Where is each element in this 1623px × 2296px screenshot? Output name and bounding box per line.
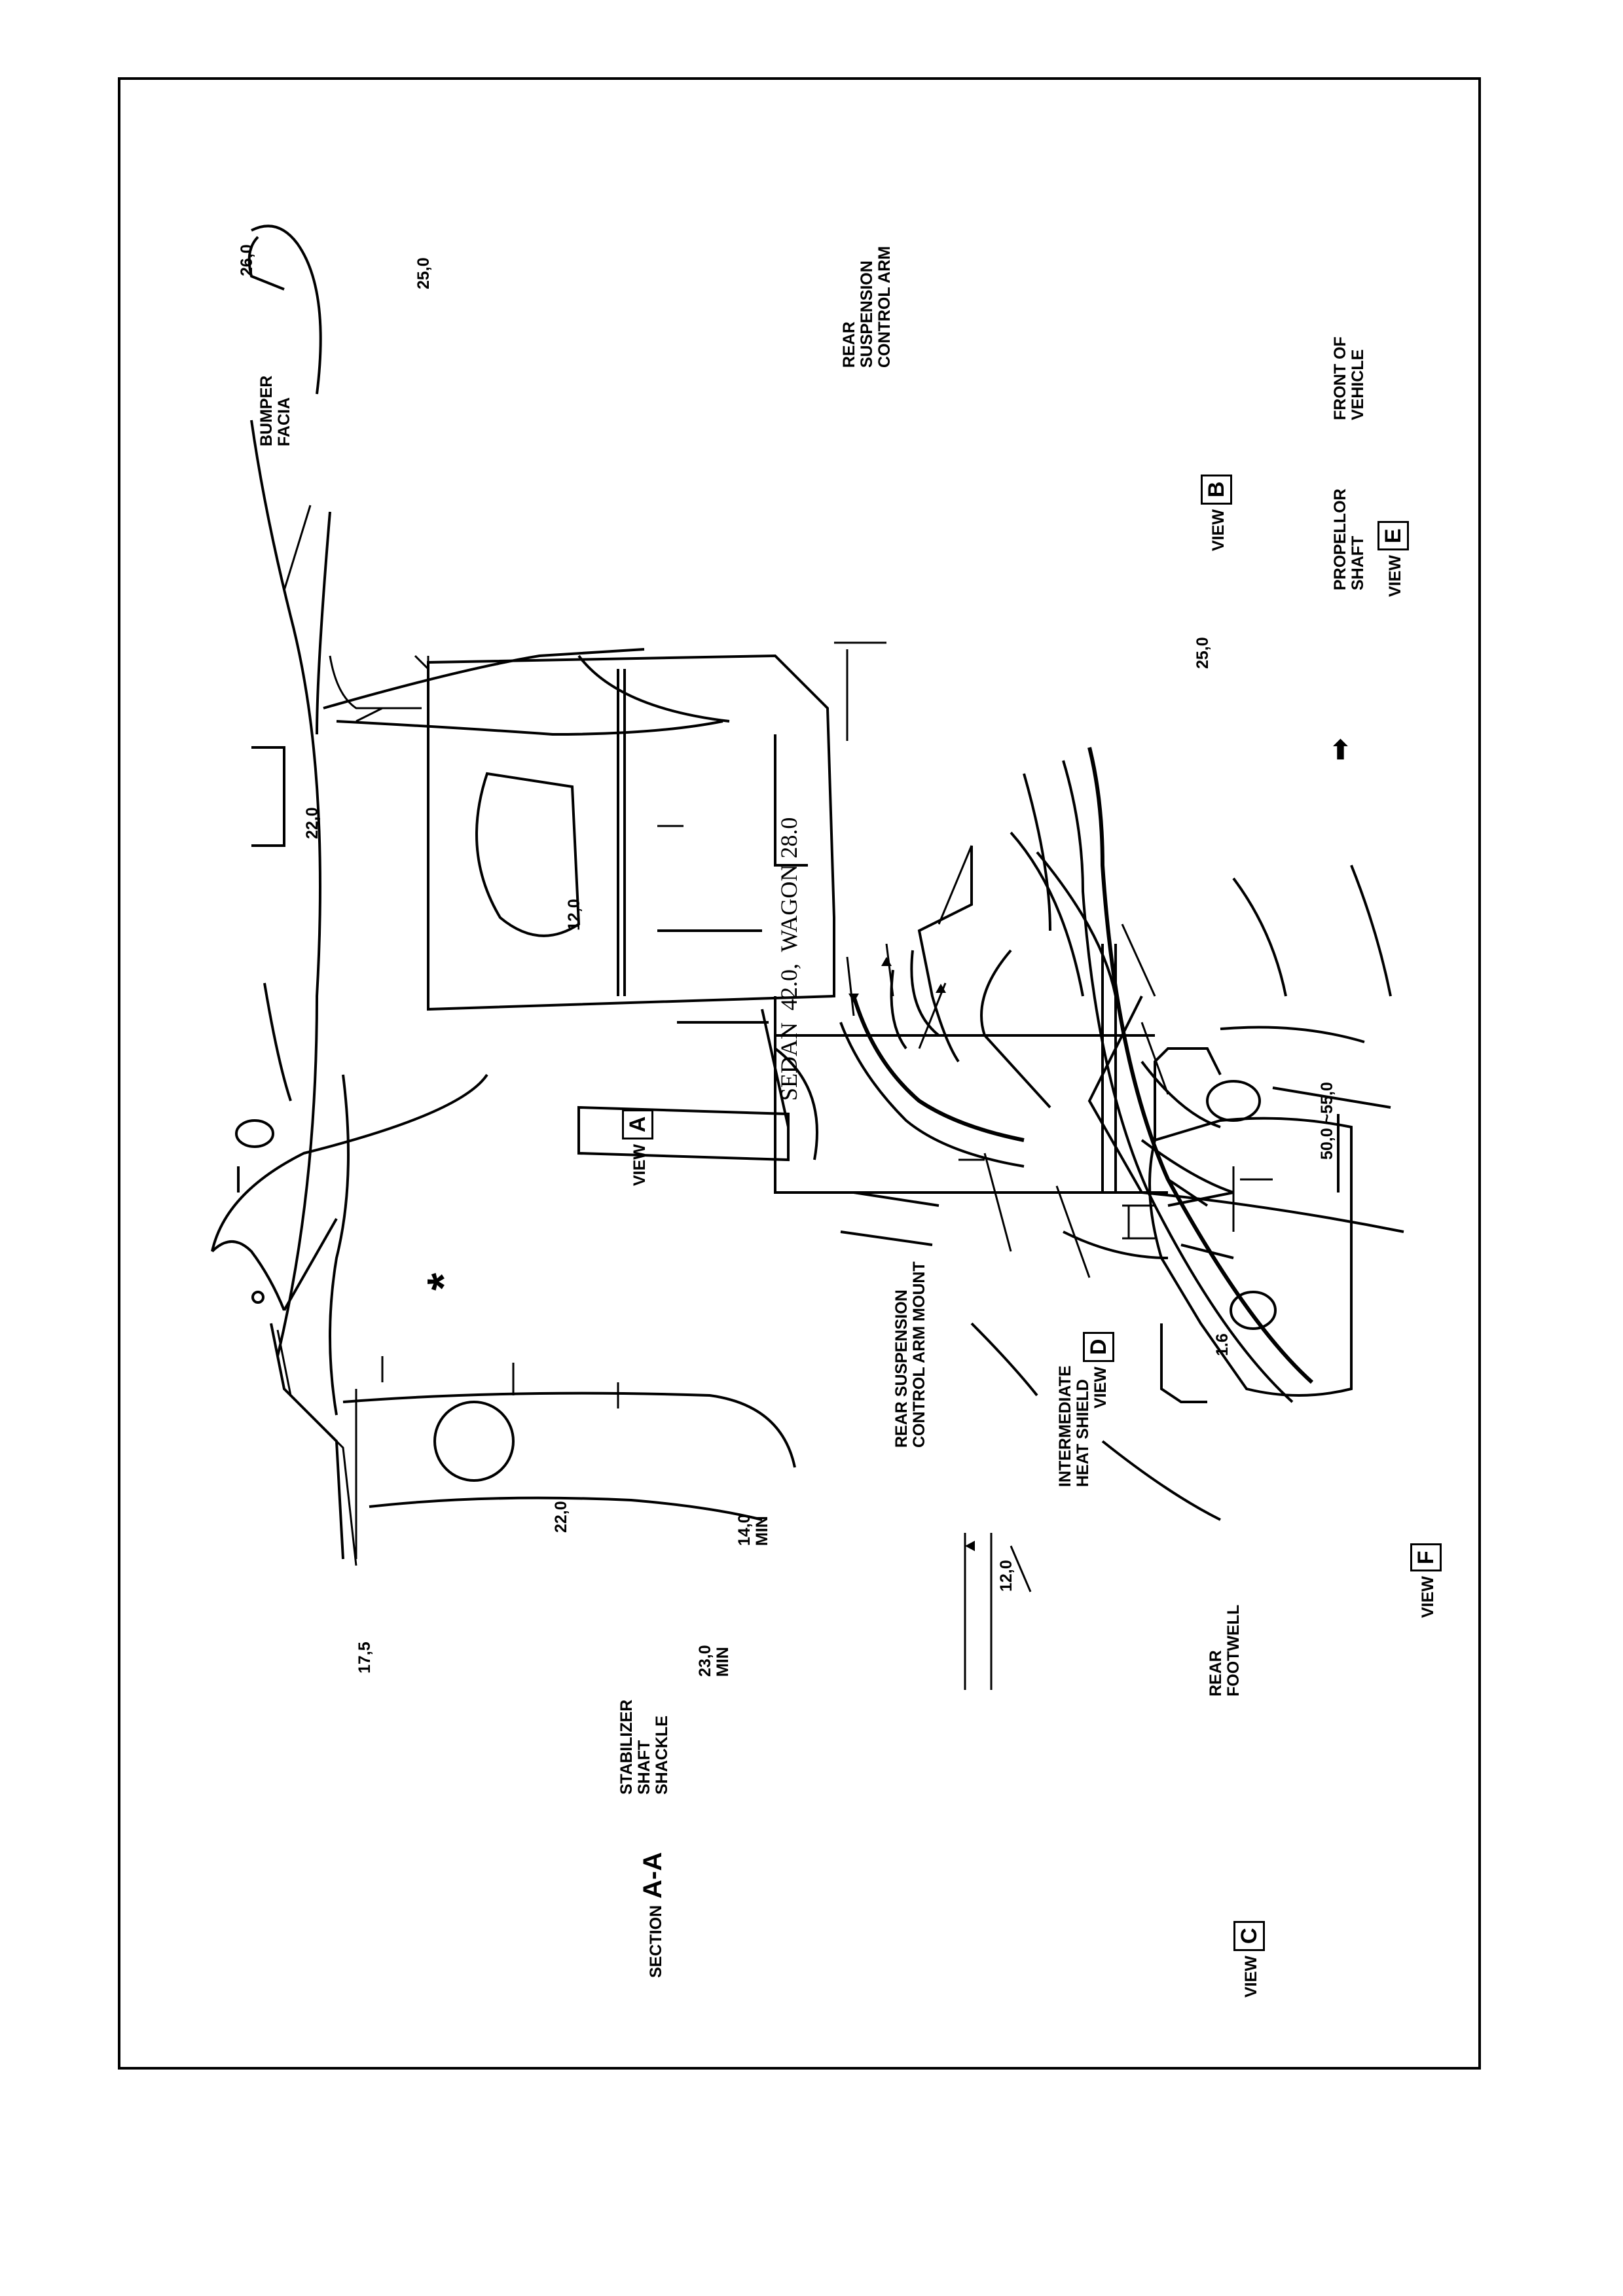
- view-b-dims: [283, 505, 429, 734]
- dim-aa-min1: 23,0 MIN: [696, 1645, 732, 1677]
- view-letter-box: C: [1233, 1920, 1265, 1952]
- label-intermediate-heat-shield: INTERMEDIATE HEAT SHIELD: [1056, 1365, 1092, 1487]
- label-bumper-fascia: BUMPER FACIA: [257, 375, 293, 446]
- view-prefix: VIEW: [1209, 509, 1228, 551]
- view-a-pipe: [577, 1105, 790, 1162]
- dim-aa-right: 22,0: [552, 1501, 570, 1533]
- view-a-dims: [834, 641, 894, 1016]
- section-aa-dims: [958, 1153, 1091, 1690]
- view-letter-box: D: [1083, 1331, 1114, 1363]
- view-b-drawing: [247, 224, 730, 1357]
- view-d-loop: [1087, 747, 1314, 1384]
- section-aa-drawing: [211, 1073, 796, 1566]
- dim-f-gap: 1.6: [1213, 1333, 1231, 1356]
- drawing-frame: SEDAN 42.0, WAGON 28.0 SECTION A-A VIEW …: [118, 77, 1481, 2070]
- label-rear-susp-arm: REAR SUSPENSION CONTROL ARM: [840, 245, 894, 368]
- view-prefix: VIEW: [1386, 555, 1404, 597]
- label-rear-susp-mount: REAR SUSPENSION CONTROL ARM MOUNT: [892, 1261, 928, 1448]
- dim-f-length: 50,0 ~55,0: [1318, 1082, 1336, 1160]
- view-d-dims: [918, 845, 973, 1049]
- dim-aa-min2: 14,0 MIN: [735, 1514, 771, 1546]
- dim-a-star: *: [418, 1272, 469, 1291]
- view-c-dims: [1121, 924, 1169, 1095]
- view-a-label: VIEW A: [622, 1109, 653, 1186]
- dim-c-right: 12,0: [997, 1560, 1015, 1592]
- silencer-outline: [342, 1391, 796, 1468]
- view-e-dims: [1122, 1204, 1155, 1240]
- view-prefix: VIEW: [1091, 1367, 1110, 1408]
- view-prefix: VIEW: [1419, 1576, 1437, 1618]
- dim-d-top: 12,0: [565, 899, 583, 931]
- view-f-drawing: [774, 944, 1234, 1207]
- label-stabilizer-shackle: STABILIZER SHAFT SHACKLE: [617, 1699, 671, 1795]
- arrow-down-icon: ➡: [1326, 738, 1355, 761]
- view-f-label: VIEW F: [1410, 1543, 1442, 1618]
- view-prefix: VIEW: [1242, 1956, 1260, 1998]
- view-prefix: VIEW: [630, 1144, 649, 1186]
- view-d-drawing: [840, 747, 1314, 1403]
- view-a-frame: [427, 654, 835, 1011]
- view-f-dims: [1232, 1166, 1273, 1232]
- view-e-label: VIEW E: [1377, 521, 1409, 597]
- heat-shield-outline: [774, 996, 1168, 1194]
- label-front-of-vehicle: FRONT OF VEHICLE: [1331, 336, 1367, 420]
- label-propellor-shaft: PROPELLOR SHAFT: [1331, 488, 1367, 590]
- view-letter-box: F: [1410, 1543, 1442, 1572]
- view-c-label: VIEW C: [1233, 1920, 1265, 1998]
- silencer-outlet: [433, 1401, 515, 1482]
- view-letter-box: B: [1201, 474, 1232, 505]
- view-letter-box: A: [622, 1109, 653, 1140]
- header-title: SEDAN 42.0, WAGON 28.0: [776, 817, 802, 1101]
- view-e-drawing: [1148, 1047, 1353, 1403]
- view-prefix: SECTION: [647, 1905, 665, 1978]
- view-b-label: VIEW B: [1201, 474, 1232, 551]
- exhaust-clearance-diagram: [211, 224, 1404, 1690]
- view-letter-box: E: [1377, 521, 1409, 551]
- bumper-fascia-outline: [250, 420, 321, 1357]
- dim-b-bottom: 25,0: [414, 257, 433, 289]
- dim-aa-top: 17,5: [356, 1641, 374, 1674]
- dim-b-top: 26,0: [238, 244, 256, 276]
- section-aa-label: SECTION A-A: [638, 1852, 667, 1978]
- view-letter: A-A: [638, 1852, 667, 1899]
- view-a-drawing: [251, 654, 835, 1162]
- label-rear-footwell: REAR FOOTWELL: [1207, 1604, 1243, 1696]
- dim-a-right: 22,0: [303, 807, 321, 839]
- dim-e-gap: 25,0: [1194, 637, 1212, 669]
